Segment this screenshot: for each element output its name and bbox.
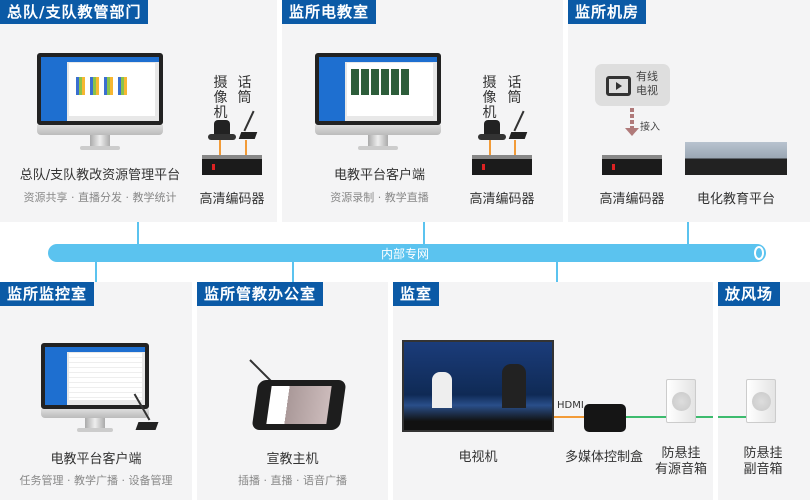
- panel-classroom: 监所电教室 摄像机 话筒 电教平台客户端 资源录制 · 教学直播 高清编码器: [282, 0, 563, 222]
- secondary-speaker-label: 防悬挂副音箱: [743, 446, 783, 477]
- panel-server-room: 监所机房 有线电视 接入 高清编码器 电化教育平台: [568, 0, 810, 222]
- features-text: 插播 · 直播 · 语音广播: [238, 474, 347, 487]
- bus-end-cap: [754, 246, 764, 260]
- active-speaker-label: 防悬挂有源音箱: [654, 446, 707, 477]
- panel-hq: 总队/支队教管部门 摄像机 话筒 总队/支队教改资源管理平台 资源共享 · 直播…: [0, 0, 277, 222]
- camera-label: 摄像机: [213, 75, 228, 121]
- connector-server-room: [687, 222, 689, 247]
- arrow-down-icon: [630, 108, 634, 130]
- panel-title: 放风场: [718, 282, 781, 306]
- microphone-icon: [133, 392, 159, 432]
- cable-tv-label: 有线电视: [636, 70, 658, 97]
- encoder-image: [472, 155, 532, 175]
- panel-yard: 放风场 防悬挂副音箱: [718, 282, 810, 500]
- features-text: 资源录制 · 教学直播: [330, 191, 429, 204]
- panel-office: 监所管教办公室 宣教主机 插播 · 直播 · 语音广播: [197, 282, 388, 500]
- tv-label: 电视机: [458, 450, 498, 465]
- panel-monitor-room: 监所监控室 电教平台客户端 任务管理 · 教学广播 · 设备管理: [0, 282, 192, 500]
- encoder-label: 高清编码器: [199, 192, 265, 207]
- panel-title: 监所监控室: [0, 282, 95, 306]
- encoder-label: 高清编码器: [469, 192, 535, 207]
- secondary-speaker-image: [746, 379, 776, 423]
- client-label: 电教平台客户端: [333, 168, 425, 183]
- active-speaker-image: [666, 379, 696, 423]
- control-box-image: [584, 404, 626, 432]
- connector-office: [292, 260, 294, 284]
- encoder-label: 高清编码器: [599, 192, 665, 207]
- tv-image: [402, 340, 554, 432]
- server-image: [685, 142, 787, 175]
- camera-label: 摄像机: [482, 75, 497, 121]
- features-text: 任务管理 · 教学广播 · 设备管理: [19, 474, 173, 487]
- connector-hq: [137, 222, 139, 247]
- platform-label: 总队/支队教改资源管理平台: [19, 168, 181, 183]
- panel-title: 监所管教办公室: [197, 282, 324, 306]
- network-bus: 内部专网: [48, 244, 766, 262]
- camera-icon: [208, 120, 236, 140]
- teaching-host-image: [251, 380, 347, 430]
- camera-icon: [478, 120, 506, 140]
- cable-tv-box: 有线电视: [595, 64, 670, 106]
- client-label: 电教平台客户端: [50, 452, 142, 467]
- panel-cell: 监室 HDMI 电视机 多媒体控制盒 防悬挂有源音箱: [393, 282, 713, 500]
- panel-title: 监室: [393, 282, 440, 306]
- panel-title: 监所电教室: [282, 0, 377, 24]
- arrow-head: [625, 128, 639, 136]
- host-label: 宣教主机: [266, 452, 319, 467]
- tv-icon: [606, 76, 631, 96]
- hdmi-cable: [554, 416, 600, 418]
- microphone-icon: [238, 110, 260, 140]
- connector-classroom: [423, 222, 425, 247]
- connector-cell: [556, 260, 558, 284]
- panel-title: 监所机房: [568, 0, 647, 24]
- mic-label: 话筒: [507, 75, 522, 106]
- access-label: 接入: [640, 122, 660, 133]
- encoder-image: [202, 155, 262, 175]
- hdmi-label: HDMI: [557, 400, 584, 411]
- features-text: 资源共享 · 直播分发 · 教学统计: [23, 191, 177, 204]
- network-label: 内部专网: [381, 247, 430, 261]
- microphone-icon: [508, 110, 530, 140]
- mic-label: 话筒: [237, 75, 252, 106]
- platform-label: 电化教育平台: [696, 192, 775, 207]
- encoder-image: [602, 155, 662, 175]
- audio-cable: [718, 416, 746, 418]
- panel-title: 总队/支队教管部门: [0, 0, 149, 24]
- connector-monitor-room: [95, 260, 97, 284]
- control-box-label: 多媒体控制盒: [564, 450, 643, 465]
